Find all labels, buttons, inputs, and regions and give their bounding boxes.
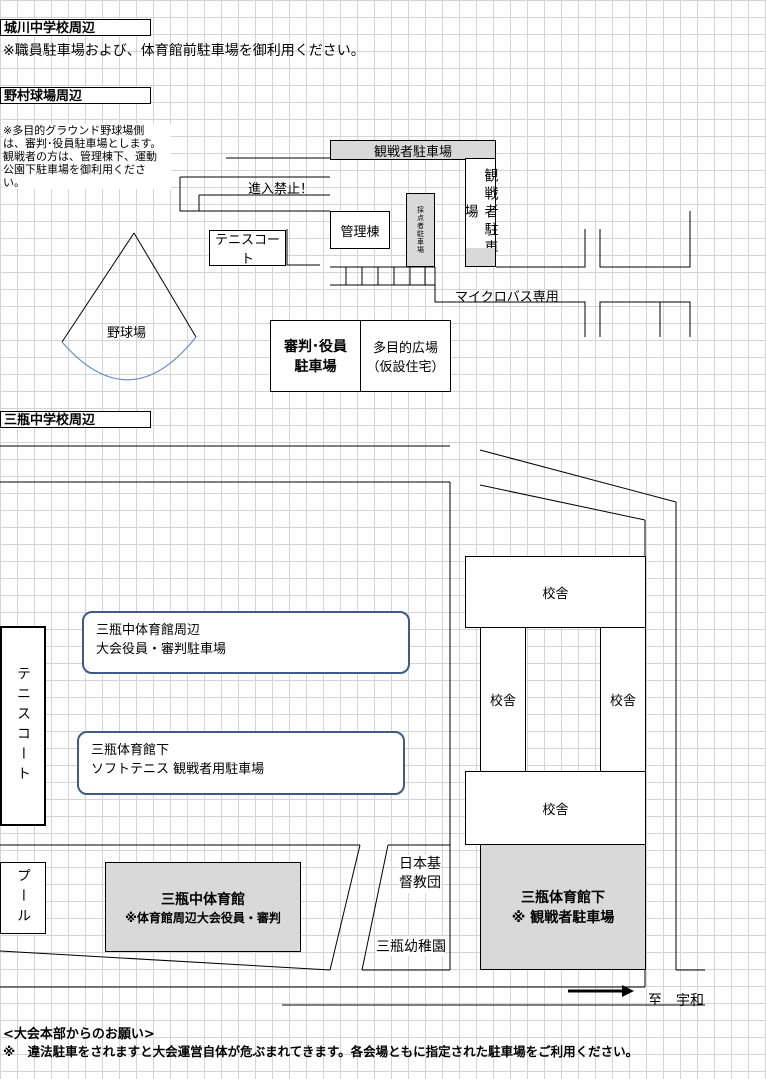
section-title-mikame: 三瓶中学校周辺 — [0, 411, 151, 428]
referee-parking: 審判･役員 駐車場 — [270, 320, 361, 392]
school-building-right: 校舎 — [600, 627, 646, 772]
tennis-court-mikame: テニスコート — [0, 626, 46, 826]
footer-message: ※ 違法駐車をされますと大会運営自体が危ぶまれてきます。各会場ともに指定された駐… — [3, 1044, 639, 1059]
spectator-parking-side-fill — [465, 248, 496, 267]
gym-area-parking: 三瓶中体育館周辺 大会役員・審判駐車場 — [82, 611, 410, 674]
spectator-parking-top: 観戦者駐車場 — [330, 140, 496, 160]
tennis-court-nomura: テニスコート — [209, 230, 286, 267]
jokawa-note: ※職員駐車場および、体育館前駐車場を御利用ください。 — [3, 43, 365, 59]
pool: プール — [0, 862, 46, 934]
nomura-note: ※多目的グラウンド野球場側 は、審判･役員駐車場とします。 観戦者の方は、管理棟… — [3, 124, 171, 189]
multipurpose-plaza: 多目的広場 （仮設住宅） — [360, 320, 451, 392]
school-building-bottom: 校舎 — [465, 771, 646, 845]
gym-below-parking: 三瓶体育館下 ソフトテニス 観戦者用駐車場 — [77, 731, 405, 795]
footer-heading: <大会本部からのお願い> — [3, 1027, 155, 1042]
no-entry-label: 進入禁止！ — [248, 182, 314, 197]
baseball-field-shape — [61, 232, 197, 381]
kindergarten-label: 三瓶幼稚園 — [376, 936, 446, 956]
section-title-jokawa: 城川中学校周辺 — [0, 19, 151, 36]
arrow-right-icon — [568, 985, 634, 997]
spectator-lot: 三瓶体育館下 ※ 観戦者駐車場 — [480, 844, 646, 970]
small-parking: 採点者駐車場 — [406, 193, 435, 267]
mikame-gym: 三瓶中体育館 ※体育館周辺大会役員・審判 — [105, 862, 301, 952]
baseball-field-label: 野球場 — [107, 326, 147, 341]
direction-label: 至 宇和 — [648, 993, 704, 1009]
school-building-left: 校舎 — [480, 627, 526, 772]
church-label: 日本基 督教団 — [399, 855, 441, 893]
school-building-top: 校舎 — [465, 556, 646, 628]
section-title-nomura: 野村球場周辺 — [0, 87, 151, 104]
admin-building: 管理棟 — [330, 211, 390, 249]
microbus-label: マイクロバス専用 — [455, 290, 559, 305]
